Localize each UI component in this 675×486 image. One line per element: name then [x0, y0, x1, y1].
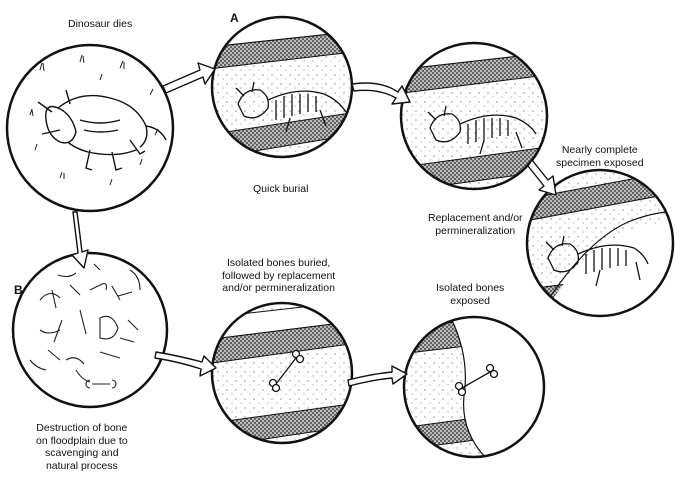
destruction-label: Destruction of bone on floodplain due to…: [36, 422, 128, 472]
quick-burial-scene: [200, 10, 370, 170]
arrow-replacement-to-exposed: [528, 160, 556, 195]
arrow-burial-to-replacement: [352, 83, 410, 104]
arrow-buried-to-exposed: [348, 366, 407, 386]
arrow-dies-to-burial: [163, 63, 215, 93]
isolated-buried-label: Isolated bones buried, followed by repla…: [222, 257, 335, 295]
quick-burial-label: Quick burial: [253, 183, 308, 196]
isolated-exposed-label: Isolated bones exposed: [436, 282, 504, 307]
replacement-label: Replacement and/or permineralization: [428, 212, 523, 237]
isolated-buried-scene: [205, 295, 365, 450]
pathway-b-label: B: [14, 284, 23, 297]
dinosaur-dies-scene: [7, 45, 173, 211]
dinosaur-dies-label: Dinosaur dies: [68, 18, 132, 31]
destruction-scene: [13, 253, 167, 407]
complete-specimen-label: Nearly complete specimen exposed: [556, 144, 644, 169]
arrow-destruction-to-buried: [155, 352, 216, 376]
isolated-exposed-scene: [400, 312, 550, 466]
pathway-a-label: A: [230, 12, 239, 25]
